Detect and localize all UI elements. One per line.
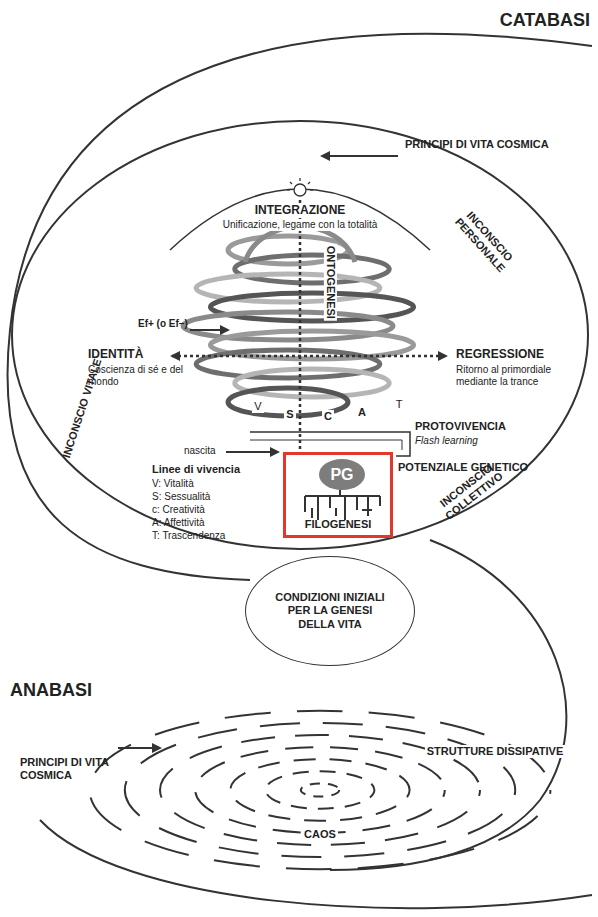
phylogenesis-box: FILOGENESI PG: [283, 452, 393, 538]
diagram-label: S: [284, 408, 295, 421]
node-text: CONDIZIONI INIZIALI PER LA GENESI DELLA …: [268, 591, 392, 631]
spiral-turn: [183, 312, 393, 340]
diagram-label: INCONSCIO VITALE: [57, 349, 106, 467]
diagram-label: ANABASI: [10, 680, 130, 701]
chaos-arc: [230, 759, 409, 821]
chaos-arcs: [90, 711, 551, 869]
ef-arrow: [190, 329, 228, 331]
spiral-turn: [196, 350, 380, 378]
diagram-label: INCONSCIO PERSONALE: [445, 199, 524, 283]
diagram-label: REGRESSIONE: [456, 348, 566, 362]
initial-conditions-circle: CONDIZIONI INIZIALI PER LA GENESI DELLA …: [245, 556, 415, 666]
cosmic-arrow-top: [322, 155, 398, 157]
vivencia-spiral: [183, 227, 414, 416]
phylogenesis-tree: [305, 486, 380, 520]
diagram-label: PRINCIPI DI VITA COSMICA: [405, 138, 555, 151]
diagram-label: T: Trascendenza: [152, 530, 282, 542]
outer-spiral: [7, 34, 592, 580]
diagram-label: V: [252, 400, 263, 413]
birth-arrow: [226, 451, 278, 453]
diagram-label: C: [322, 410, 334, 423]
identity-regression-axis: [172, 355, 446, 358]
diagram-label: Linee di vivencia: [152, 463, 282, 476]
diagram-label: A: [356, 406, 368, 419]
chaos-arc: [301, 783, 339, 796]
diagram-label: nascita: [184, 445, 228, 457]
integration-arc: [170, 189, 430, 250]
diagram-label: c: Creatività: [152, 504, 282, 516]
diagram-label: T: [394, 398, 405, 411]
diagram-label: V: Vitalità: [152, 478, 282, 490]
diagram-label: Unificazione, legame con la totalità: [221, 219, 380, 231]
diagram-label: A: Affettività: [152, 517, 282, 529]
diagram-label: STRUTTURE DISSIPATIVE: [425, 745, 566, 758]
chaos-arc: [125, 723, 515, 857]
unconscious-ellipse: [12, 121, 588, 549]
chaos-arc: [266, 771, 375, 808]
anabasi-curve-bottom: [40, 820, 592, 908]
spiral-turn: [210, 293, 413, 321]
diagram-label: Flash learning: [415, 435, 555, 447]
spiral-turn: [235, 369, 389, 397]
genetic-potential-ellipse: PG: [319, 459, 365, 490]
diagram-label: PROTOVIVENCIA: [415, 420, 555, 433]
sun-symbol: [287, 178, 313, 196]
node-text: PG: [330, 465, 353, 484]
diagram-label: ONTOGENESI: [324, 244, 337, 321]
chaos-arc: [195, 747, 445, 833]
diagram-label: CATABASI: [470, 10, 590, 31]
diagram-label: PRINCIPI DI VITA COSMICA: [20, 756, 120, 781]
diagram-label: Ritorno al primordiale mediante la tranc…: [456, 364, 576, 387]
diagram-label: CAOS: [302, 828, 338, 841]
diagram-label: Ef+ (o Ef–): [138, 318, 188, 330]
chaos-arc: [90, 711, 551, 869]
diagram-label: S: Sessualità: [152, 491, 282, 503]
ontogenesis-axis: [299, 200, 302, 452]
node-text: FILOGENESI: [305, 518, 372, 531]
protovivencia-bracket-inner: [250, 440, 402, 450]
diagram-label: INTEGRAZIONE: [253, 204, 348, 218]
diagram-label: Coscienza di sé e del mondo: [88, 364, 188, 387]
